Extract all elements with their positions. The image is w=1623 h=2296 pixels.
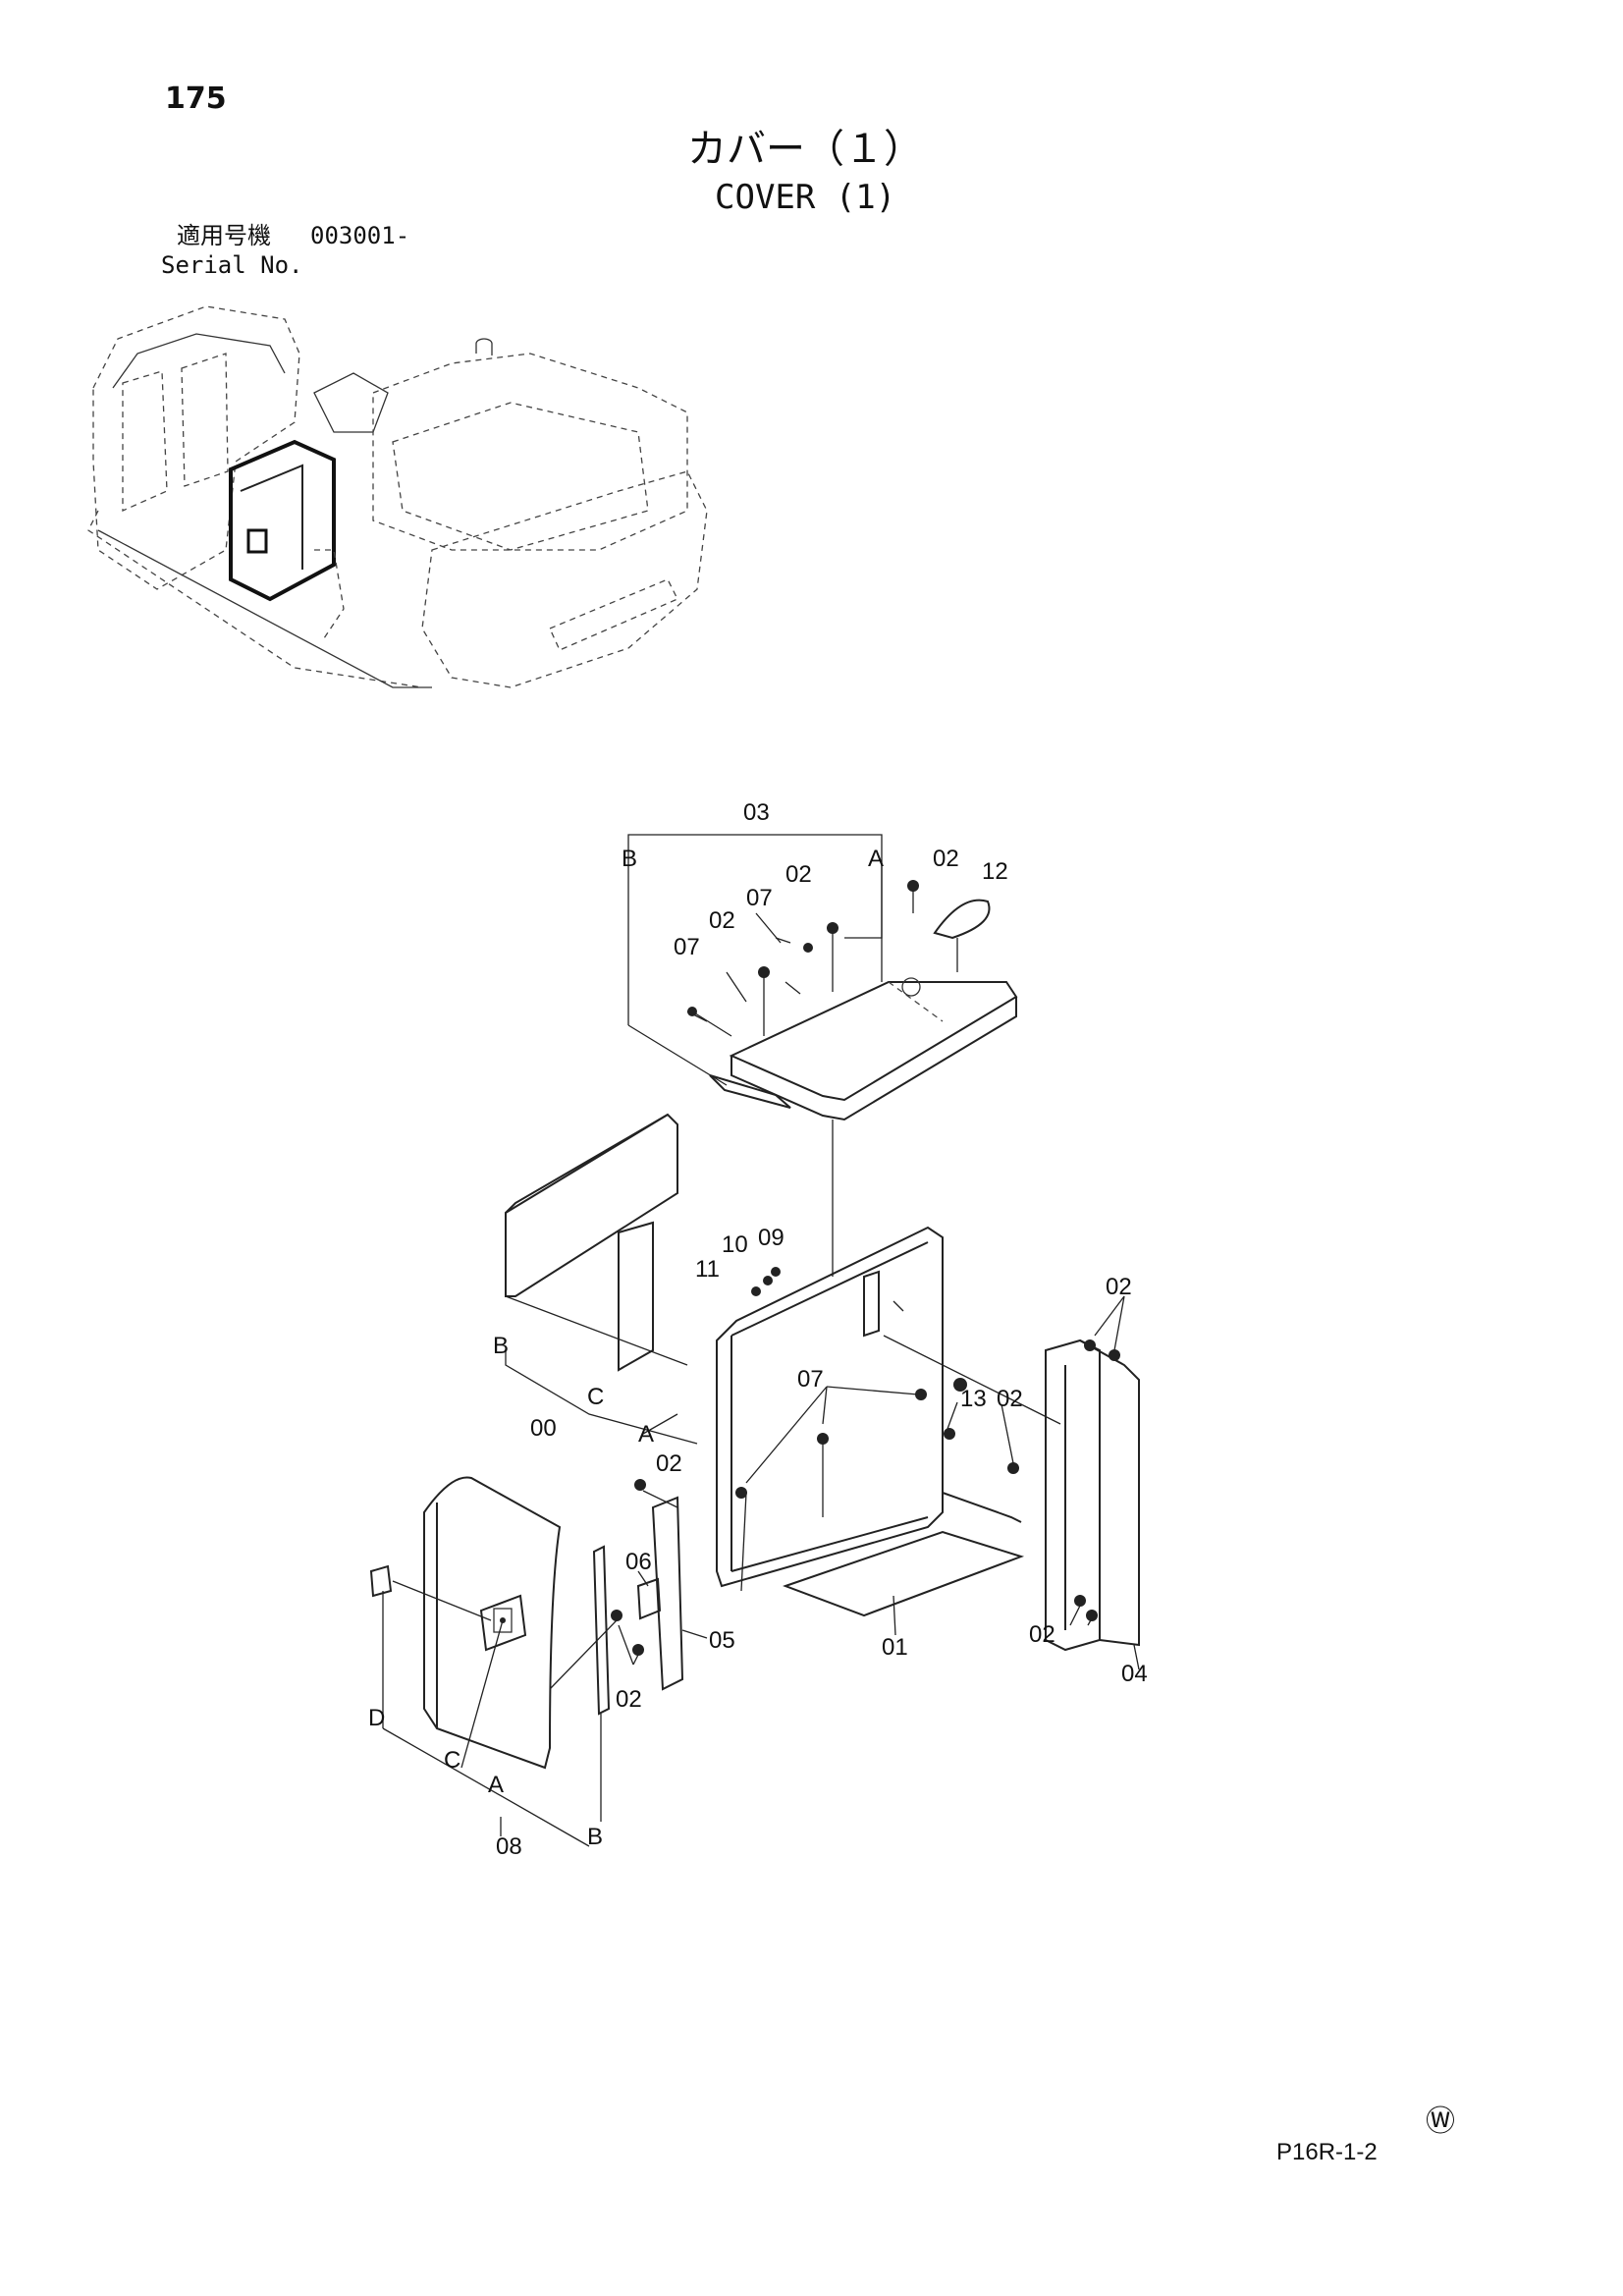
callout-c-door: C <box>444 1747 460 1774</box>
callout-b-top: B <box>622 846 637 872</box>
page-code: P16R-1-2 <box>1276 2139 1378 2165</box>
callout-05: 05 <box>709 1627 735 1654</box>
page-title-english: COVER (1) <box>715 178 896 217</box>
exploded-parts-view <box>369 834 1140 1847</box>
callout-07-top-b: 07 <box>674 934 700 960</box>
callout-a-frame: A <box>638 1421 654 1448</box>
callout-b-door: B <box>587 1824 603 1850</box>
callout-08: 08 <box>496 1833 522 1860</box>
excavator-overview-illustration <box>87 305 708 688</box>
callout-12: 12 <box>982 858 1008 885</box>
callout-c-frame: C <box>587 1384 604 1410</box>
callout-13: 13 <box>960 1386 987 1412</box>
callout-04: 04 <box>1121 1661 1148 1687</box>
callout-01: 01 <box>882 1634 908 1661</box>
callout-07-frame: 07 <box>797 1366 824 1393</box>
page-title-japanese: カバー（１） <box>687 127 923 172</box>
callout-b-frame: B <box>493 1333 509 1359</box>
callout-a-door: A <box>488 1772 504 1798</box>
callout-11: 11 <box>695 1256 720 1283</box>
callout-02-door-bottom: 02 <box>616 1686 642 1713</box>
callout-d: D <box>368 1705 385 1731</box>
serial-label-japanese: 適用号機 <box>177 222 271 249</box>
callout-10: 10 <box>722 1231 748 1258</box>
callout-02-door-top: 02 <box>656 1450 682 1477</box>
callout-06: 06 <box>625 1549 652 1575</box>
callout-a-top: A <box>868 846 884 872</box>
serial-number-value: 003001- <box>310 222 410 249</box>
callout-02-right-bottom: 02 <box>1029 1621 1055 1648</box>
callout-03: 03 <box>743 799 770 826</box>
w-mark-symbol: Ⓦ <box>1426 2105 1455 2139</box>
callout-02-cap: 02 <box>933 846 959 872</box>
callout-07-top-a: 07 <box>746 885 773 911</box>
callout-02-top-a: 02 <box>785 861 812 888</box>
serial-label-english: Serial No. <box>161 251 303 279</box>
callout-00: 00 <box>530 1415 557 1442</box>
page-number: 175 <box>165 82 227 116</box>
callout-02-top-b: 02 <box>709 907 735 934</box>
callout-02-right-top: 02 <box>1106 1274 1132 1300</box>
callout-09: 09 <box>758 1225 784 1251</box>
callout-02-frame: 02 <box>997 1386 1023 1412</box>
